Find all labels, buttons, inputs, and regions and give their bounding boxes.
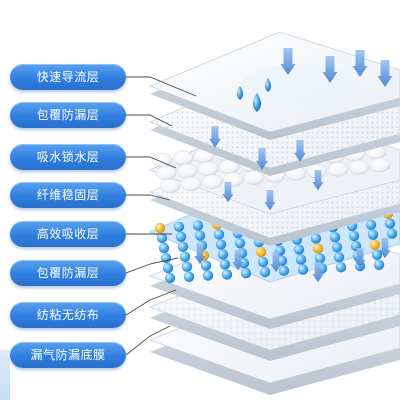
blue-bead: [164, 272, 176, 284]
layer-label-high-absorb: 高效吸收层: [10, 221, 126, 247]
flow-arrows: [194, 48, 393, 283]
layer-label-fast-guide: 快速导流层: [10, 64, 126, 90]
down-arrow-icon: [354, 248, 366, 269]
leader-line: [125, 289, 177, 316]
layer-label-absorb-lock: 吸水锁水层: [10, 144, 126, 170]
blue-bead: [219, 259, 231, 270]
blue-bead: [221, 269, 233, 280]
blue-bead: [297, 264, 309, 275]
blue-bead: [162, 262, 174, 274]
cotton-ball: [159, 178, 181, 194]
down-arrow-icon: [322, 56, 338, 83]
down-arrow-icon: [209, 126, 221, 148]
blue-bead: [335, 262, 347, 273]
water-drop-icon: [253, 93, 261, 112]
blue-bead: [238, 258, 250, 269]
blue-bead: [278, 265, 290, 276]
layer-label-spunlace: 纺粘无纺布: [10, 302, 126, 328]
cotton-ball: [180, 176, 202, 192]
blue-bead: [173, 221, 185, 232]
blue-bead: [179, 251, 191, 262]
cotton-ball: [243, 170, 265, 185]
blue-bead: [365, 219, 377, 230]
blue-bead: [234, 238, 246, 249]
down-arrow-icon: [379, 238, 391, 259]
top-guide-sheet: [148, 31, 400, 140]
blue-bead: [240, 268, 252, 279]
blue-bead: [310, 233, 322, 244]
blue-bead: [367, 229, 379, 240]
layer-label-wrap-leakproof: 包覆防漏层: [10, 102, 126, 128]
blue-bead: [276, 255, 288, 266]
yellow-bead: [154, 222, 166, 234]
blue-bead: [259, 266, 271, 278]
leader-lines: [125, 76, 197, 356]
leader-line: [126, 156, 177, 169]
blue-bead: [329, 232, 341, 243]
layer-label-fiber-stable: 纤维稳固层: [10, 182, 126, 208]
blue-bead: [194, 230, 206, 241]
down-arrow-icon: [194, 244, 206, 265]
blue-bead: [386, 228, 398, 239]
blue-bead: [158, 242, 170, 254]
blue-bead: [160, 252, 172, 264]
cotton-ball: [201, 174, 223, 190]
blue-bead: [295, 254, 307, 265]
cotton-ball: [369, 157, 391, 173]
blue-bead: [348, 230, 360, 242]
leader-line: [126, 194, 171, 201]
down-arrow-icon: [264, 190, 276, 211]
blue-bead: [333, 252, 345, 263]
blue-bead: [314, 253, 326, 264]
blue-bead: [202, 270, 214, 281]
cotton-ball: [172, 150, 194, 166]
leader-line: [125, 257, 179, 274]
down-arrow-icon: [270, 252, 282, 273]
blue-bead: [200, 260, 212, 271]
layer-label-wrap-leakproof-2: 包覆防漏层: [10, 260, 126, 286]
layer-label-breathable-base: 漏气防漏底膜: [10, 342, 126, 368]
blue-bead: [373, 259, 385, 270]
down-arrow-icon: [312, 262, 324, 283]
water-drop-icon: [237, 86, 243, 100]
blue-bead: [192, 220, 204, 231]
cotton-ball: [327, 161, 349, 177]
left-decor-strip: [0, 350, 10, 400]
blue-bead: [183, 271, 195, 282]
blue-bead: [181, 261, 193, 272]
yellow-bead: [369, 239, 381, 250]
blue-bead: [371, 249, 383, 260]
blue-bead: [293, 244, 305, 255]
water-drops: [237, 78, 271, 112]
cotton-ball: [155, 165, 177, 181]
blue-bead: [177, 241, 189, 252]
cotton-ball: [197, 161, 219, 177]
down-arrow-icon: [222, 182, 234, 203]
down-arrow-icon: [256, 148, 268, 170]
leader-line: [125, 325, 171, 356]
blue-bead: [215, 239, 227, 250]
cotton-ball: [176, 163, 198, 179]
leader-line: [126, 76, 197, 97]
down-arrow-icon: [232, 250, 244, 271]
blue-bead: [175, 231, 187, 242]
leader-line: [126, 114, 173, 127]
cotton-ball: [348, 159, 370, 175]
down-arrow-icon: [294, 140, 306, 162]
blue-bead: [156, 232, 168, 244]
down-arrow-icon: [352, 50, 368, 77]
yellow-bead: [312, 243, 324, 254]
blue-bead: [331, 242, 343, 253]
water-drop-icon: [265, 78, 271, 92]
blue-bead: [213, 229, 225, 240]
blue-bead: [384, 218, 396, 229]
down-arrow-icon: [312, 170, 324, 191]
down-arrow-icon: [377, 60, 393, 87]
blue-bead: [257, 256, 269, 268]
yellow-bead: [255, 246, 267, 258]
down-arrow-icon: [280, 48, 296, 75]
blue-bead: [217, 249, 229, 260]
